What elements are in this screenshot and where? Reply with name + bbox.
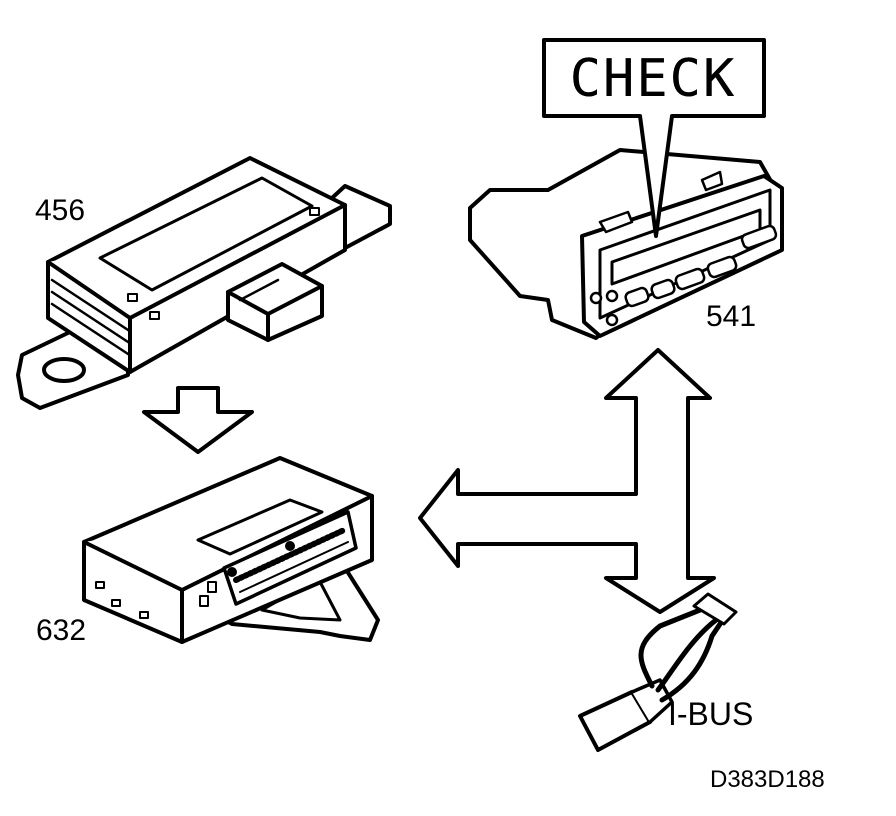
ibus-connector-drawing (578, 592, 738, 752)
display-541-drawing (468, 148, 784, 340)
hollow-up-down-arrow (418, 348, 716, 614)
hollow-down-arrow (142, 386, 254, 454)
module-456-drawing (16, 156, 392, 410)
check-callout-box (542, 38, 766, 238)
label-456: 456 (35, 194, 86, 227)
display-check-text: CHECK (569, 49, 737, 109)
label-632: 632 (36, 614, 87, 647)
diagram-code: D383D188 (710, 766, 825, 793)
label-541: 541 (706, 300, 757, 333)
label-ibus: I-BUS (668, 696, 754, 732)
unit-632-drawing (82, 456, 380, 644)
